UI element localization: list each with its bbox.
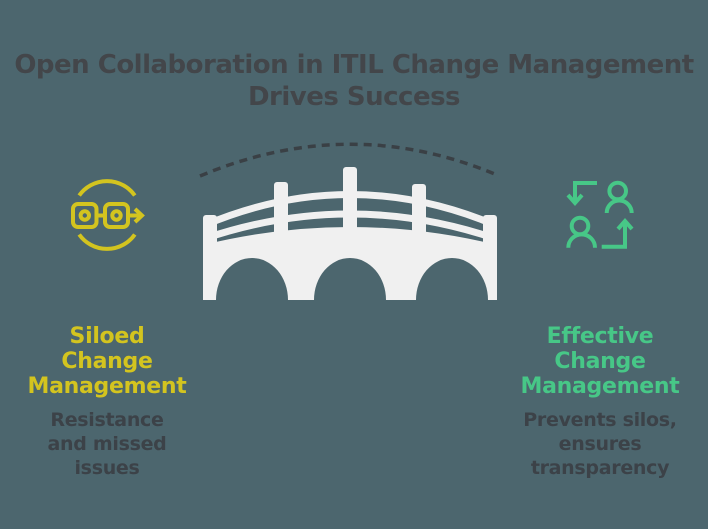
effective-description-line: Prevents silos,	[523, 409, 677, 431]
siloed-description: Resistance and missed issues	[2, 408, 212, 480]
people-exchange-icon	[560, 176, 656, 256]
bridge-illustration	[203, 167, 497, 300]
siloed-description-line: Resistance	[50, 409, 164, 431]
arrow-up-head	[616, 217, 634, 231]
effective-description: Prevents silos, ensures transparency	[495, 408, 705, 480]
effective-heading: Effective Change Management	[495, 324, 705, 399]
cycle-arc-bottom	[77, 233, 137, 251]
bridge-post-quarter-right	[412, 184, 426, 240]
process-box-right	[103, 202, 130, 229]
bridge-rail-lower	[203, 210, 497, 242]
arrow-up-line	[601, 224, 627, 249]
siloed-heading: Siloed Change Management	[2, 324, 212, 399]
page-title: Open Collaboration in ITIL Change Manage…	[0, 49, 708, 113]
effective-heading-line: Effective	[546, 324, 654, 349]
cycle-arc-top	[77, 179, 137, 197]
bridge-post-quarter-left	[274, 182, 288, 240]
arrow-right-head	[133, 207, 145, 224]
siloed-heading-line: Management	[27, 374, 187, 399]
siloed-description-line: issues	[74, 457, 140, 479]
siloed-heading-line: Change	[61, 349, 153, 374]
effective-heading-line: Change	[554, 349, 646, 374]
person-top-head	[607, 180, 629, 202]
arrow-down-line	[573, 181, 597, 200]
effective-heading-line: Management	[520, 374, 680, 399]
title-line-1: Open Collaboration in ITIL Change Manage…	[14, 50, 694, 80]
effective-description-line: transparency	[530, 457, 670, 479]
arrow-down-head	[566, 193, 584, 207]
siloed-workflow-icon	[63, 178, 151, 252]
effective-description-line: ensures	[558, 433, 642, 455]
person-bottom-head	[569, 215, 591, 237]
bridge-rail-upper	[203, 191, 497, 229]
process-dot-left	[78, 209, 91, 222]
process-dot-right	[110, 209, 123, 222]
siloed-heading-line: Siloed	[69, 324, 145, 349]
person-bottom-shoulders	[566, 232, 597, 248]
siloed-description-line: and missed	[47, 433, 167, 455]
bridge-post-center	[343, 167, 357, 237]
process-box-left	[71, 202, 99, 229]
bridge-body	[203, 227, 497, 300]
title-line-2: Drives Success	[247, 82, 461, 112]
person-top-shoulders	[604, 198, 634, 214]
